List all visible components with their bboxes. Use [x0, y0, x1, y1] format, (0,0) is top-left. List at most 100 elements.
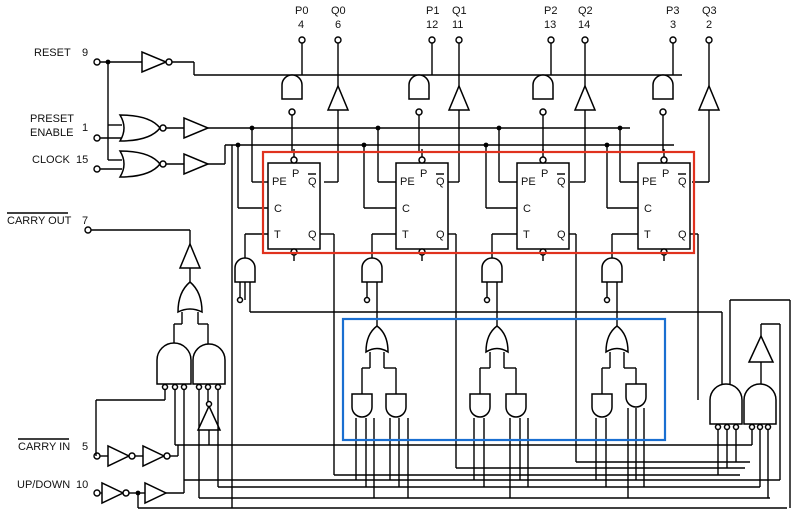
preset-clock-network: [100, 114, 674, 178]
clock-nor-gate: [118, 150, 161, 178]
reset-network: [100, 51, 682, 126]
preset-enable-nor-gate: [118, 114, 161, 142]
preset-enable-label-line1: PRESET: [30, 113, 74, 125]
p2-pin-terminal: [547, 36, 555, 44]
up-down-buffer-2: [144, 481, 168, 505]
svg-text:C: C: [644, 203, 652, 215]
top-pin-q3: Q3 2: [702, 5, 717, 44]
carry-and-gate-0: [234, 257, 256, 283]
q0-pin-number: 6: [335, 19, 341, 31]
p3-pin-terminal: [669, 36, 677, 44]
carry-in-inverter: [196, 404, 222, 431]
top-pin-q2: Q2 14: [578, 5, 593, 44]
svg-text:Q: Q: [308, 176, 317, 188]
flipflop-highlight-box: [261, 150, 696, 255]
q3-name: Q3: [702, 5, 717, 17]
up-down-label: UP/DOWN: [17, 479, 70, 491]
q2-name: Q2: [578, 5, 593, 17]
bottom-input-buffers: [100, 444, 787, 509]
p2-pin-number: 13: [544, 19, 556, 31]
q1-pin-terminal: [455, 36, 463, 44]
flipflop-3: PE P Q C T Q: [637, 148, 691, 262]
carry-out-and-gate-right: [192, 343, 226, 385]
top-pin-p3: P3 3: [666, 5, 679, 44]
reset-pin-terminal: [93, 58, 101, 66]
p3-name: P3: [666, 5, 679, 17]
updown-logic-highlight-box: [341, 317, 667, 442]
carry-and-gate-1: [361, 257, 383, 283]
carry-out-or-gate: [177, 281, 203, 314]
preset-enable-label-line2: ENABLE: [30, 127, 73, 139]
reset-pin-number: 9: [82, 47, 88, 59]
carry-out-and-gate-left: [156, 342, 192, 385]
clock-pin-terminal: [93, 165, 101, 173]
q2-pin-number: 14: [578, 19, 590, 31]
preset-enable-pin-terminal: [93, 134, 101, 142]
right-and-gate-1: [709, 383, 743, 425]
carry-in-inverter-1: [107, 444, 131, 468]
reset-buffer: [141, 51, 167, 73]
q0-name: Q0: [331, 5, 346, 17]
top-pin-q1: Q1 11: [452, 5, 467, 44]
right-buffer: [747, 334, 775, 363]
svg-text:P: P: [292, 168, 299, 180]
carry-out-pin-number: 7: [82, 215, 88, 227]
carry-out-pin-terminal: [84, 226, 92, 234]
carry-in-inverter-2: [142, 444, 166, 468]
p3-pin-number: 3: [670, 19, 676, 31]
bottom-bus-lines: [184, 299, 791, 508]
svg-text:P: P: [541, 168, 548, 180]
and-gate-2a: [469, 393, 491, 418]
q3-pin-terminal: [705, 36, 713, 44]
p3-nand-gate: [652, 74, 674, 100]
or-gate-3: [605, 325, 629, 353]
carry-and-row: [234, 257, 723, 385]
or-gate-2: [485, 325, 509, 353]
p0-pin-terminal: [298, 36, 306, 44]
q1-pin-number: 11: [452, 19, 463, 31]
up-down-inverter-1: [101, 481, 125, 505]
flipflop-2: PE P Q C T Q: [516, 148, 570, 262]
q0-pin-terminal: [334, 36, 342, 44]
carry-and-gate-3: [601, 257, 623, 283]
and-gate-3a: [591, 393, 613, 418]
p1-pin-terminal: [428, 36, 436, 44]
p2-name: P2: [544, 5, 557, 17]
updown-logic-tree: [351, 325, 647, 418]
q2-buffer: [574, 85, 596, 111]
p2-nand-gate: [532, 74, 554, 100]
up-down-pin-terminal: [93, 489, 101, 497]
carry-in-pin-number: 5: [82, 441, 88, 453]
and-gate-1a: [351, 393, 373, 418]
clock-buffer: [183, 153, 209, 175]
p1-pin-number: 12: [426, 19, 438, 31]
svg-text:C: C: [274, 203, 282, 215]
top-pin-q0: Q0 6: [331, 5, 346, 44]
top-pin-p0: P0 4: [295, 5, 308, 44]
clock-pin-number: 15: [76, 154, 88, 166]
svg-text:P: P: [662, 168, 669, 180]
top-pin-p1: P1 12: [426, 5, 439, 44]
svg-text:T: T: [274, 229, 281, 241]
carry-in-pin-terminal: [93, 452, 101, 460]
p0-pin-number: 4: [298, 19, 304, 31]
flipflop-input-wiring: [235, 125, 699, 475]
svg-text:PE: PE: [642, 176, 657, 188]
right-carry-gates: [709, 323, 781, 498]
right-and-gate-2: [743, 383, 777, 425]
flipflop-row: PE P Q C T Q PE P Q C T Q PE P Q C T Q: [267, 148, 691, 262]
svg-text:PE: PE: [400, 176, 415, 188]
svg-text:Q: Q: [678, 229, 687, 241]
carry-out-logic: [91, 145, 246, 508]
preset-enable-pin-number: 1: [82, 122, 88, 134]
and-gate-1b: [385, 393, 407, 418]
svg-text:C: C: [523, 203, 531, 215]
svg-text:Q: Q: [678, 176, 687, 188]
flipflop-1: PE P Q C T Q: [395, 148, 449, 262]
svg-text:T: T: [402, 229, 409, 241]
q0-buffer: [327, 85, 349, 111]
up-down-pin-number: 10: [76, 479, 88, 491]
svg-text:Q: Q: [436, 176, 445, 188]
q1-name: Q1: [452, 5, 467, 17]
